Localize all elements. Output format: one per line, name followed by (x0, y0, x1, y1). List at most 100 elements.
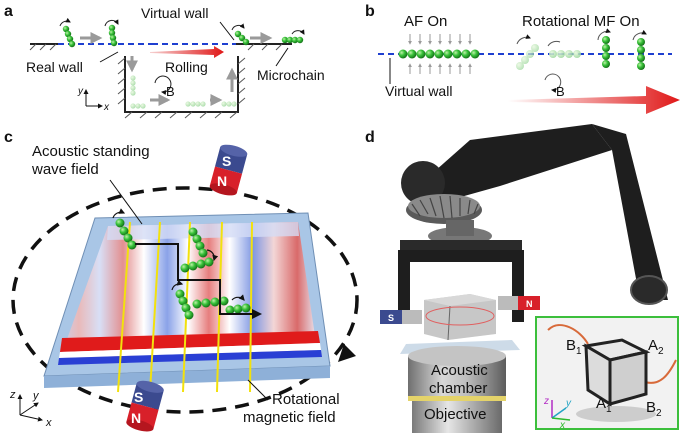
rot-chain-3 (602, 36, 610, 68)
inset-b2: B2 (646, 399, 662, 419)
inset-b1: B1 (566, 337, 582, 357)
magnet-bottom-n: N (131, 410, 141, 426)
real-wall-leader (99, 51, 119, 63)
chain-c4 (175, 289, 194, 320)
side-magnet-right: N (498, 296, 540, 310)
acoustic-chamber-label-1: Acoustic (431, 362, 488, 379)
slab-front (44, 366, 330, 388)
axis-x-a: x (103, 102, 110, 113)
virtual-wall-b-label: Virtual wall (385, 83, 452, 99)
stripe-blue (58, 350, 322, 365)
magnet-top (209, 144, 248, 196)
panel-c: c (4, 129, 359, 432)
panel-b-label: b (365, 3, 375, 20)
axis-y-a: y (77, 86, 84, 97)
axes-c (17, 394, 43, 422)
axes-a (83, 89, 103, 109)
virtual-wall-label: Virtual wall (141, 5, 208, 21)
rot-field-label-2: magnetic field (243, 409, 336, 426)
magnet-bottom (126, 380, 164, 432)
acoustic-leader (109, 179, 143, 225)
inset-a1: A1 (596, 395, 612, 415)
chamber-wire (425, 306, 495, 326)
microchain-label: Microchain (257, 67, 325, 83)
magnet-top-n: N (217, 173, 227, 189)
gear-teeth (411, 195, 479, 219)
inset-cube-right (608, 350, 648, 406)
rotation-arcs (59, 17, 305, 95)
panel-d: d Magnetic manipulator S N (365, 124, 679, 433)
manipulator-label-1: Magnetic (525, 181, 586, 198)
rot-chain-4 (637, 38, 645, 70)
microchain-a1 (62, 25, 76, 48)
arm-upper (418, 124, 612, 200)
stripe-red (60, 331, 320, 352)
objective-band (408, 396, 506, 401)
virtual-wall-leader (219, 21, 235, 41)
axis-z-c: z (9, 389, 16, 401)
real-wall-label: Real wall (26, 59, 83, 75)
wall-hatch (29, 43, 283, 119)
rolling-arrow (150, 46, 224, 58)
af-chain (398, 49, 480, 59)
inset-axis-z: z (543, 396, 549, 407)
magnetic-field-lines (117, 221, 253, 393)
magnet-top-s: S (222, 153, 231, 169)
acoustic-wave-label-2: wave field (31, 161, 99, 178)
panel-c-label: c (4, 129, 13, 146)
arm-joint (630, 275, 668, 305)
gear-top (408, 194, 480, 218)
chain-c5 (192, 296, 229, 309)
c-frame (398, 250, 524, 322)
microchain-a2 (108, 24, 118, 47)
magnet-bottom-s: S (134, 389, 143, 405)
chain-c2 (188, 227, 208, 258)
ellipse-arrowhead (338, 344, 356, 362)
af-on-label: AF On (404, 13, 447, 30)
chamber-cube (424, 294, 496, 340)
chain-c1 (115, 218, 137, 250)
microchain-faded (130, 75, 237, 109)
rot-arcs-b (516, 28, 647, 93)
inset-wire-1 (547, 324, 589, 345)
rolling-label: Rolling (165, 59, 208, 75)
panel-a-label: a (4, 3, 13, 20)
objective-label: Objective (424, 406, 487, 423)
chamber-cube-top (424, 294, 496, 306)
arm-right (592, 124, 668, 300)
chamber-edge (447, 305, 451, 341)
inset-a2: A2 (648, 337, 664, 357)
objective-lower (412, 401, 502, 433)
rot-field-label-1: Rotational (272, 391, 340, 408)
objective-top (408, 346, 506, 366)
microchain-leader (275, 47, 289, 67)
stripe-white (59, 343, 321, 358)
acoustic-wave-label-1: Acoustic standing (32, 143, 150, 160)
rot-chain-fade2 (549, 50, 581, 58)
rotation-ellipse (11, 186, 359, 414)
microchain-a3 (234, 30, 250, 46)
axis-y-c: y (32, 390, 40, 402)
inset-base (576, 406, 656, 422)
c-frame-top (400, 240, 522, 250)
arm-wrist (446, 220, 474, 236)
trajectory-path (135, 243, 262, 319)
manipulator-label-2: manipulator (505, 201, 583, 218)
field-b-label: B (166, 84, 175, 99)
inset-axis-x: x (559, 420, 566, 431)
motion-arrow-b (508, 86, 680, 114)
axis-x-c: x (45, 417, 52, 429)
inset-axis-y: y (565, 398, 572, 409)
side-magnet-n: N (526, 299, 533, 309)
field-b-b-label: B (556, 84, 565, 99)
rot-mf-on-label: Rotational MF On (522, 13, 640, 30)
panel-b: b AF On Rotational MF On (365, 3, 680, 114)
panel-d-label: d (365, 129, 375, 146)
chain-c6 (225, 303, 251, 315)
inset-axes (551, 400, 571, 421)
side-magnet-s: S (388, 313, 394, 323)
chain-c3 (180, 257, 214, 273)
acoustic-chamber-label-2: chamber (429, 380, 487, 397)
